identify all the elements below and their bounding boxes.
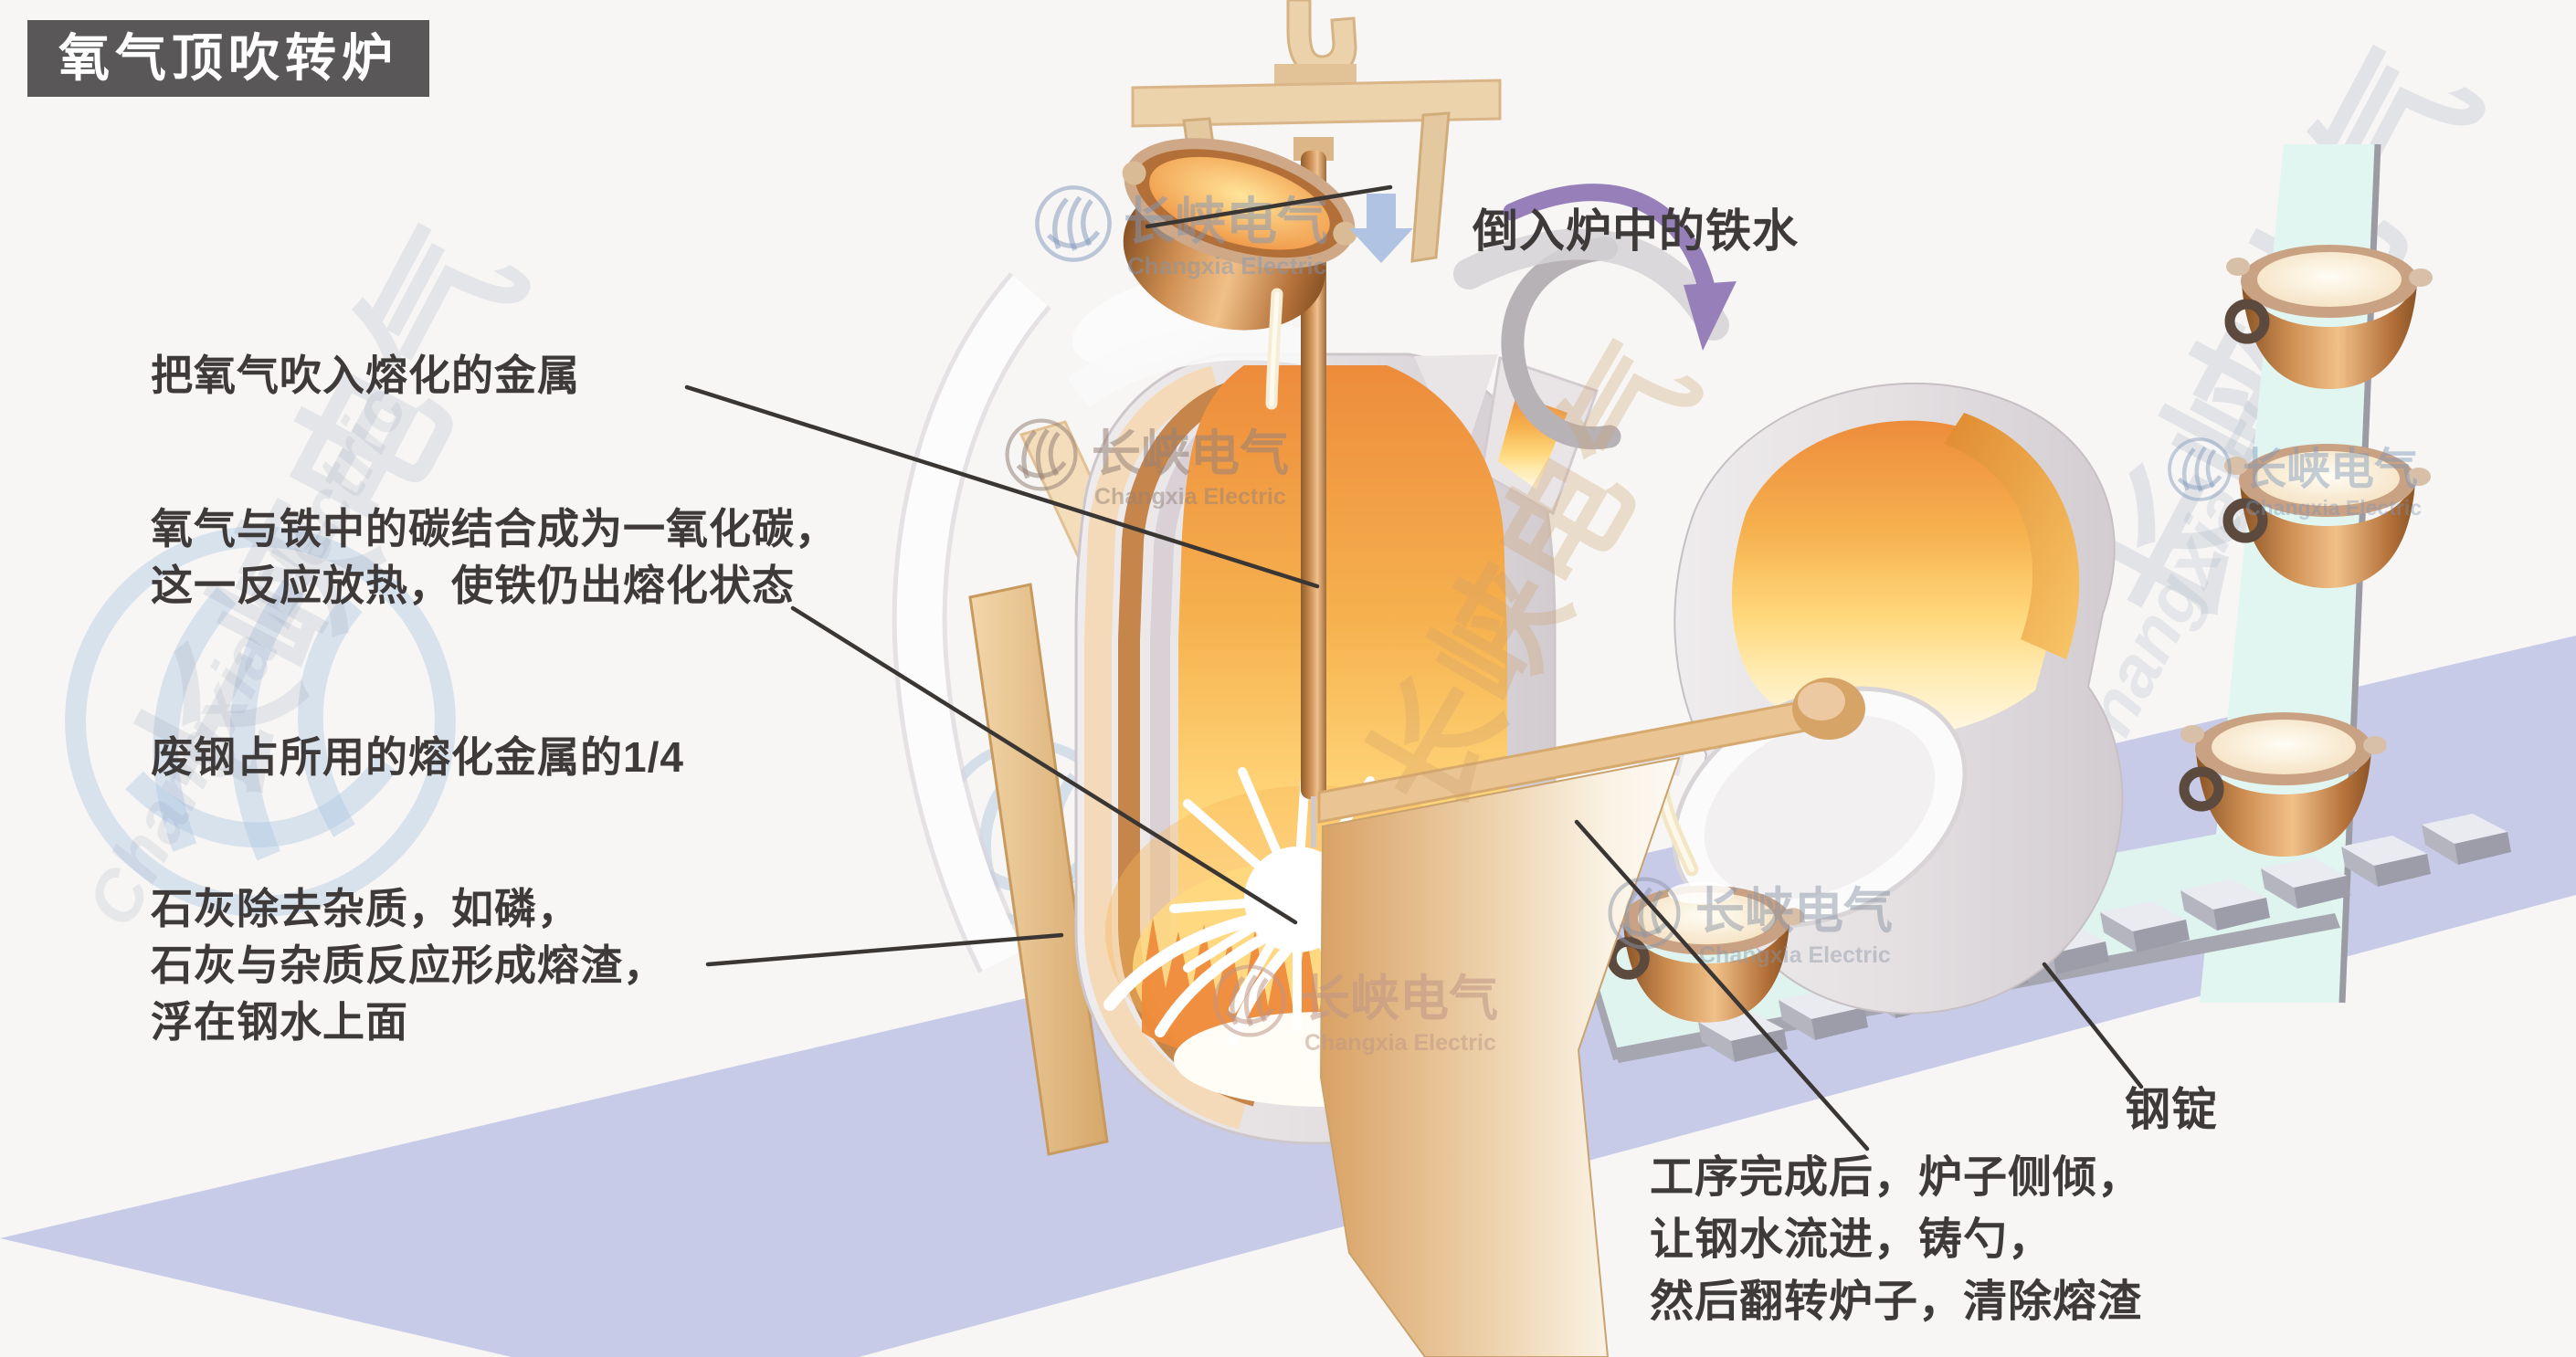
watermark-text: Changxia Electric [2245,496,2422,520]
label-lime-line3: 浮在钢水上面 [151,998,408,1046]
callout-blow-oxygen [684,384,1320,589]
watermark-text: 长峡电气 [2243,446,2418,494]
label-scrap-ratio: 废钢占所用的熔化金属的1/4 [151,733,684,781]
tilt-arrow-icon [1453,184,1737,351]
callout-ingot [2042,962,2144,1089]
label-finish-line3: 然后翻转炉子，清除熔渣 [1650,1278,2143,1326]
watermark-text: 长峡电气 [1301,972,1498,1026]
watermark-text: 长峡电气 [1695,884,1893,939]
converter-lining [1944,413,2080,659]
watermark-small: 长峡电气 Changxia Electric [1610,879,1893,968]
callout-pour-iron [1145,184,1393,229]
label-blow-oxygen: 把氧气吹入熔化的金属 [151,352,580,399]
watermark-small: 长峡电气 Changxia Electric [2170,439,2422,520]
crane-ladle-assembly [1122,0,1502,410]
wall-layer-refractory [1084,365,1247,1130]
label-co-reaction-line2: 这一反应放热，使铁仍出熔化状态 [151,562,795,609]
watermark-text: Changxia Electric [1127,252,1326,279]
watermark-text: 长峡电气 [1092,426,1289,481]
yoke-crossbar [1131,79,1502,128]
label-lime-line1: 石灰除去杂质，如磷， [151,885,580,932]
watermark-text: Changxia Electric [1304,1030,1496,1056]
watermark-small: 长峡电气 Changxia Electric [1037,187,1328,279]
support-post [968,583,1109,1156]
label-finish-line1: 工序完成后，炉子侧倾， [1650,1153,2143,1202]
down-arrow-icon [1349,194,1413,263]
page-title: 氧气顶吹转炉 [27,20,429,97]
watermark-text: Changxia Electric [1094,484,1286,510]
oxygen-lance [1301,151,1326,799]
label-ingot: 钢锭 [2125,1084,2218,1135]
tilted-converter [1639,382,2124,1015]
shield-screen [1317,678,1865,1357]
callout-co-reaction [790,605,1298,925]
callout-lime [705,932,1064,967]
label-lime-line2: 石灰与杂质反应形成熔渣， [151,941,666,989]
watermark-small: 长峡电气 Changxia Electric [1216,967,1498,1056]
label-pour-iron: 倒入炉中的铁水 [1473,205,1799,257]
watermark-text: Changxia Electric [1699,942,1891,968]
callout-finish [1574,819,1870,1152]
label-co-reaction-line1: 氧气与铁中的碳结合成为一氧化碳， [151,505,838,552]
callout-lines [684,184,2144,1152]
watermark-text: Changxia Electric [70,373,422,939]
watermark-small: 长峡电气 Changxia Electric [1008,421,1289,510]
label-finish-line2: 让钢水流进，铸勺， [1650,1215,2053,1264]
